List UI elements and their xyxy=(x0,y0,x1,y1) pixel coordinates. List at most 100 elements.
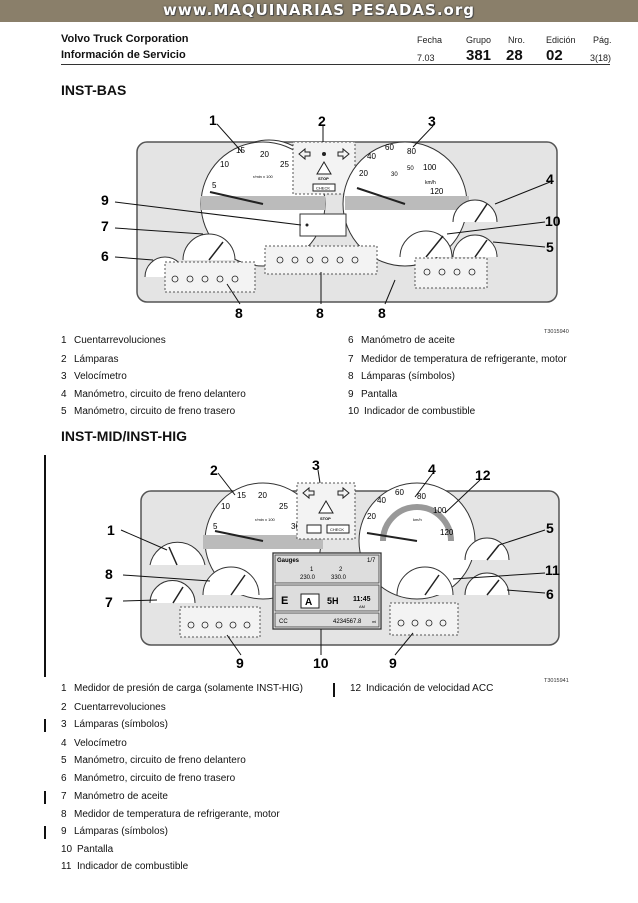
callout-10: 10 xyxy=(545,213,561,229)
callout2-9-a: 9 xyxy=(236,655,244,671)
display-time: 11:45 xyxy=(353,596,371,603)
pag-value: 3(18) xyxy=(590,53,612,63)
lamp-box-center xyxy=(264,245,378,275)
callout-8-a: 8 xyxy=(235,305,243,321)
callout-8-b: 8 xyxy=(316,305,324,321)
callout-9: 9 xyxy=(101,192,109,208)
figure-inst-bas: 5 10 15 20 25 30 r/min x 100 STOP CHECK … xyxy=(101,112,561,321)
speedo-label-60: 60 xyxy=(385,143,394,152)
speedo-unit: km/h xyxy=(425,180,436,186)
callout-6: 6 xyxy=(101,248,109,264)
stop-lamp-label-2: STOP xyxy=(320,516,331,521)
revision-bar xyxy=(44,826,46,839)
callout2-8: 8 xyxy=(105,566,113,582)
lamp-box-left xyxy=(164,261,256,293)
callout2-1: 1 xyxy=(107,522,115,538)
display-gear-a: A xyxy=(305,597,312,608)
display-col2: 2 xyxy=(339,567,343,573)
revision-bar xyxy=(333,683,335,697)
callout2-2: 2 xyxy=(210,462,218,478)
callout2-11: 11 xyxy=(545,562,560,578)
lamp-box-right-2 xyxy=(389,602,459,636)
company-name: Volvo Truck Corporation xyxy=(61,33,189,45)
tach2-label-30: 30 xyxy=(291,522,300,531)
tach-label-25: 25 xyxy=(280,160,289,169)
display-val1: 230.0 xyxy=(300,575,316,581)
check-lamp-label: CHECK xyxy=(316,186,330,191)
grupo-label: Grupo xyxy=(466,35,492,45)
speedo-label-20: 20 xyxy=(359,169,368,178)
speedo2-label-20: 20 xyxy=(367,512,376,521)
display-odometer: 4234567.8 xyxy=(333,619,362,625)
speedo2-unit: km/h xyxy=(413,517,422,522)
display-gauges-title: Gauges xyxy=(277,558,300,564)
revision-bar xyxy=(44,719,46,732)
section-title-inst-bas: INST-BAS xyxy=(61,82,127,98)
callout2-5: 5 xyxy=(546,520,554,536)
tach2-label-5: 5 xyxy=(213,522,218,531)
speedo-label-80: 80 xyxy=(407,147,416,156)
fecha-value: 7.03 xyxy=(417,53,435,63)
callout-4: 4 xyxy=(546,171,554,187)
callout-8-c: 8 xyxy=(378,305,386,321)
callout2-3: 3 xyxy=(312,457,320,473)
callout2-6: 6 xyxy=(546,586,554,602)
speedo2-label-80: 80 xyxy=(417,492,426,501)
callout2-9-b: 9 xyxy=(389,655,397,671)
figure-code-1: T3015940 xyxy=(544,329,569,335)
display-page: 1/7 xyxy=(367,558,376,564)
callout2-10: 10 xyxy=(313,655,329,671)
figure-code-2: T3015941 xyxy=(544,678,569,684)
display-cc: CC xyxy=(279,619,288,625)
revision-bar xyxy=(44,791,46,804)
figure-inst-mid-hig: 5 10 15 20 25 30 r/min x 100 STOP CHECK … xyxy=(105,457,560,671)
speedo-label-40: 40 xyxy=(367,152,376,161)
callout2-4: 4 xyxy=(428,461,436,477)
callout2-12: 12 xyxy=(475,467,491,483)
site-banner: www.MAQUINARIAS PESADAS.org xyxy=(0,0,638,22)
callout-1: 1 xyxy=(209,112,217,128)
callout-3: 3 xyxy=(428,113,436,129)
tach-label-10: 10 xyxy=(220,160,229,169)
document-subtitle: Información de Servicio xyxy=(61,49,186,61)
header-rule xyxy=(61,64,610,65)
nro-value: 28 xyxy=(506,47,523,64)
fecha-label: Fecha xyxy=(417,35,443,45)
tach2-unit: r/min x 100 xyxy=(255,517,276,522)
callout2-7: 7 xyxy=(105,594,113,610)
lamp-box-right xyxy=(414,257,488,289)
tach-label-20: 20 xyxy=(260,150,269,159)
section-title-inst-mid-hig: INST-MID/INST-HIG xyxy=(61,428,187,444)
display-gear-5h: 5H xyxy=(327,596,339,606)
check-lamp-label-2: CHECK xyxy=(330,527,344,532)
revision-bar-figure xyxy=(44,455,46,677)
speedo-label-100: 100 xyxy=(423,163,437,172)
tach-label-5: 5 xyxy=(212,181,217,190)
edicion-label: Edición xyxy=(546,35,576,45)
speedo-label-120: 120 xyxy=(430,187,444,196)
tach2-label-20: 20 xyxy=(258,491,267,500)
speedo2-label-40: 40 xyxy=(377,496,386,505)
tach2-label-25: 25 xyxy=(279,502,288,511)
speedo-inner-50: 50 xyxy=(407,166,414,172)
display-gear-e: E xyxy=(281,595,288,607)
callout-7: 7 xyxy=(101,218,109,234)
